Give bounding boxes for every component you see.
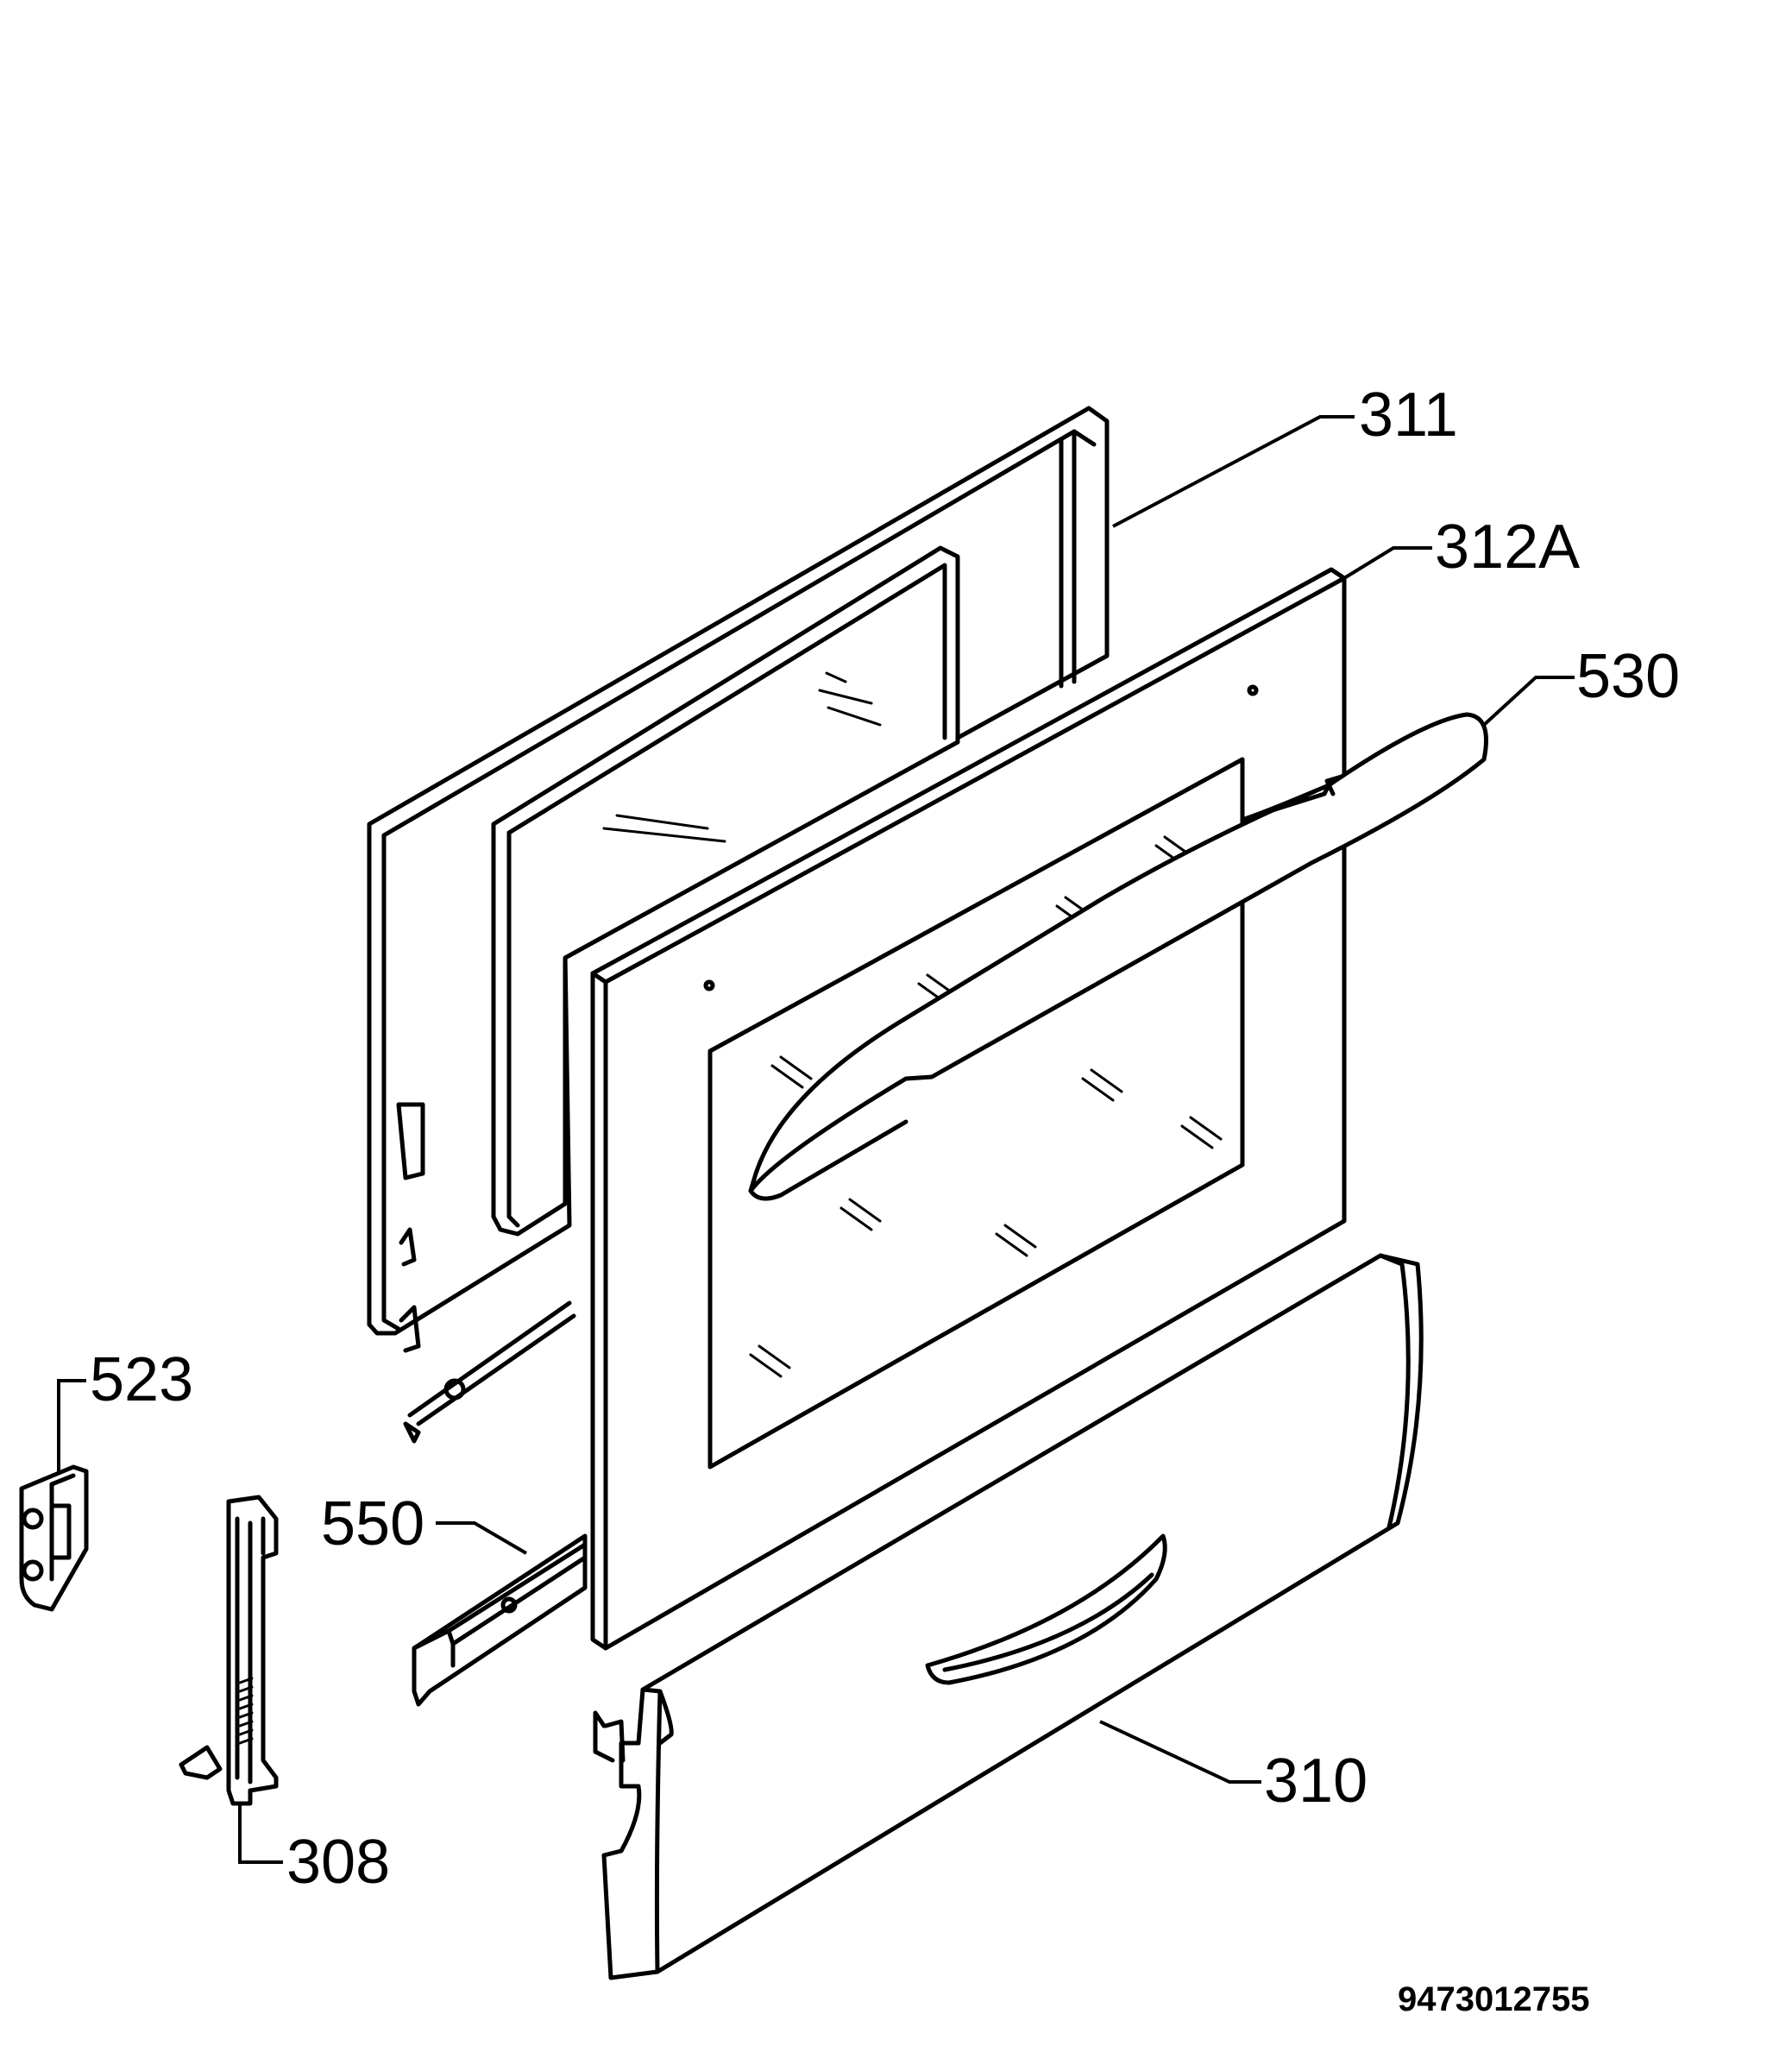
leader-311 — [1112, 415, 1355, 528]
part-530-door-handle — [748, 712, 1488, 1201]
document-number: 9473012755 — [1398, 1980, 1589, 2018]
leader-530 — [1482, 676, 1575, 727]
callout-311: 311 — [1359, 381, 1458, 450]
callout-550: 550 — [321, 1489, 424, 1558]
part-311-inner-door-frame — [367, 406, 1110, 1444]
leader-523 — [57, 1379, 86, 1471]
part-308-hinge-spring — [179, 1495, 279, 1806]
callout-523: 523 — [90, 1345, 193, 1414]
callout-leader-lines — [57, 415, 1575, 1864]
part-312a-outer-glass-panel — [590, 567, 1347, 1651]
callout-308: 308 — [286, 1828, 390, 1897]
callout-310: 310 — [1264, 1747, 1368, 1816]
part-550-bottom-rail — [412, 1533, 588, 1707]
part-310-kick-panel — [593, 1253, 1424, 1980]
leader-310 — [1099, 1720, 1261, 1784]
leader-312a — [1342, 546, 1432, 580]
leader-308 — [238, 1805, 283, 1864]
part-523-hinge-bracket — [19, 1464, 89, 1612]
callout-312a: 312A — [1435, 513, 1580, 582]
callout-530: 530 — [1576, 642, 1680, 711]
leader-550 — [436, 1521, 528, 1555]
